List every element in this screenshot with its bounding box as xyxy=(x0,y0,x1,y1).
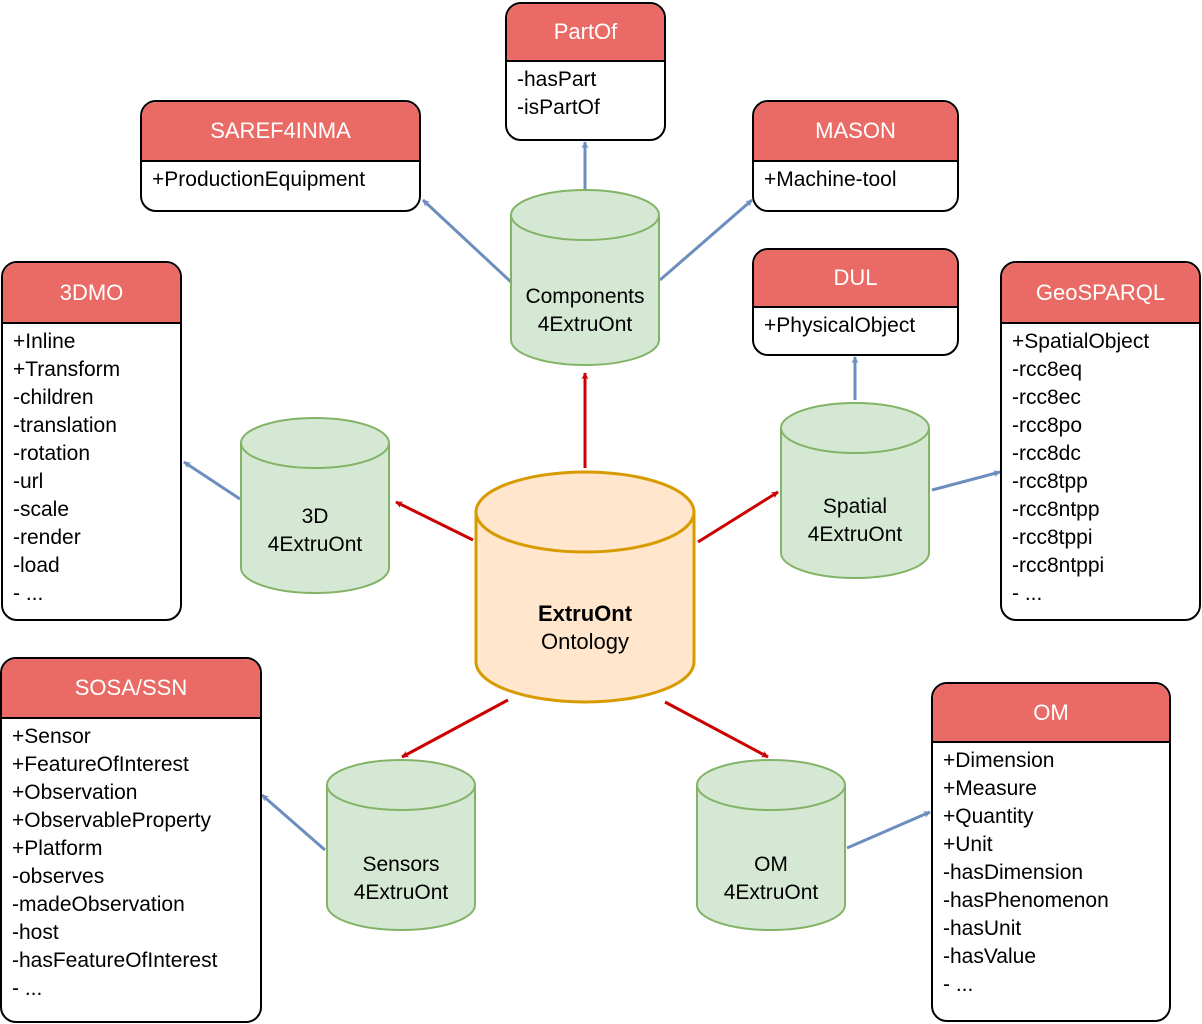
ontology-box-sosassn: SOSA/SSN +Sensor +FeatureOfInterest +Obser… xyxy=(0,657,262,1023)
ontology-item: -hasFeatureOfInterest xyxy=(12,949,218,972)
module-om-sublabel: 4ExtruOnt xyxy=(724,881,819,904)
module-components-label: Components xyxy=(525,285,644,308)
ontology-item: +Quantity xyxy=(943,805,1034,828)
module-3d: 3D 4ExtruOnt xyxy=(240,417,390,594)
ontology-item: -translation xyxy=(13,414,117,437)
ontology-item-list: +Sensor +FeatureOfInterest +Observation +Ob… xyxy=(2,719,260,1003)
ontology-title: SAREF4INMA xyxy=(142,102,419,162)
ontology-item: +Transform xyxy=(13,358,121,381)
ontology-title: OM xyxy=(933,684,1169,743)
arrow-spatial-to-geosparql xyxy=(931,470,1001,492)
module-om: OM 4ExtruOnt xyxy=(696,759,846,931)
ontology-item: -madeObservation xyxy=(12,893,185,916)
ontology-item: -rcc8tpp xyxy=(1012,470,1088,493)
ontology-title: MASON xyxy=(754,102,957,162)
ontology-item: +Observation xyxy=(12,781,138,804)
ontology-box-mason: MASON +Machine-tool xyxy=(752,100,959,212)
ontology-item: -rcc8ec xyxy=(1012,386,1081,409)
ontology-item: -rcc8eq xyxy=(1012,358,1083,381)
module-om-label: OM xyxy=(754,853,788,876)
ontology-item: -load xyxy=(13,554,60,577)
core-ontology-subtitle: Ontology xyxy=(541,629,629,654)
ontology-box-partof: PartOf -hasPart -isPartOf xyxy=(505,2,666,141)
ontology-box-3dmo: 3DMO +Inline +Transform -children -translat… xyxy=(1,261,182,621)
module-sensors-label: Sensors xyxy=(362,853,439,876)
ontology-item: -rcc8tppi xyxy=(1012,526,1093,549)
arrow-core-to-om xyxy=(664,700,769,759)
arrow-3d-to-3dmo xyxy=(183,460,241,501)
ontology-item: -hasPart xyxy=(517,68,597,91)
ontology-item: -hasUnit xyxy=(943,917,1022,940)
ontology-item: -rcc8ntppi xyxy=(1012,554,1105,577)
core-ontology-name: ExtruOnt xyxy=(538,601,633,626)
ontology-item: -host xyxy=(12,921,59,944)
ontology-item: -hasDimension xyxy=(943,861,1084,884)
arrow-components-to-saref4inma xyxy=(421,198,513,284)
arrow-core-to-3d xyxy=(395,500,474,542)
module-3d-label: 3D xyxy=(302,505,329,528)
ontology-item: +Sensor xyxy=(12,725,91,748)
ontology-box-om: OM +Dimension +Measure +Quantity +Unit -hasD… xyxy=(931,682,1171,1022)
ontology-item: +Measure xyxy=(943,777,1037,800)
ontology-item: -hasPhenomenon xyxy=(943,889,1109,912)
module-sensors: Sensors 4ExtruOnt xyxy=(326,759,476,931)
ontology-item: -children xyxy=(13,386,94,409)
ontology-item: +Inline xyxy=(13,330,76,353)
ontology-item: -hasValue xyxy=(943,945,1037,968)
ontology-item-list: +SpatialObject -rcc8eq -rcc8ec -rcc8po -rcc8… xyxy=(1002,324,1199,608)
module-spatial: Spatial 4ExtruOnt xyxy=(780,402,930,579)
arrow-sensors-to-sosassn xyxy=(261,793,326,852)
arrow-core-to-sensors xyxy=(401,698,509,759)
ontology-item-list: +PhysicalObject xyxy=(754,308,957,340)
ontology-title: PartOf xyxy=(507,4,664,62)
ontology-item: +PhysicalObject xyxy=(764,314,916,337)
ontology-item: -scale xyxy=(13,498,70,521)
ontology-item: -rcc8ntpp xyxy=(1012,498,1100,521)
core-ontology: ExtruOnt Ontology xyxy=(474,470,696,704)
ontology-item: +Machine-tool xyxy=(764,168,897,191)
ontology-box-dul: DUL +PhysicalObject xyxy=(752,248,959,356)
ontology-item-list: +Dimension +Measure +Quantity +Unit -hasDime… xyxy=(933,743,1169,999)
ontology-item: -isPartOf xyxy=(517,96,600,119)
ontology-item: +Unit xyxy=(943,833,993,856)
ontology-item: -rcc8dc xyxy=(1012,442,1081,465)
arrow-core-to-spatial xyxy=(697,490,779,544)
ontology-item: +Dimension xyxy=(943,749,1055,772)
ontology-item: +ProductionEquipment xyxy=(152,168,366,191)
module-spatial-sublabel: 4ExtruOnt xyxy=(808,523,903,546)
arrow-om-to-om-ontology xyxy=(846,810,931,850)
ontology-item-list: +Machine-tool xyxy=(754,162,957,194)
ontology-item: -observes xyxy=(12,865,105,888)
ontology-box-saref4inma: SAREF4INMA +ProductionEquipment xyxy=(140,100,421,212)
ontology-item: - ... xyxy=(943,973,974,996)
ontology-title: SOSA/SSN xyxy=(2,659,260,719)
ontology-item: +FeatureOfInterest xyxy=(12,753,189,776)
ontology-item: -rcc8po xyxy=(1012,414,1083,437)
ontology-item-list: +Inline +Transform -children -translation -r… xyxy=(3,324,180,608)
ontology-item: +SpatialObject xyxy=(1012,330,1150,353)
ontology-item: - ... xyxy=(1012,582,1043,605)
ontology-title: 3DMO xyxy=(3,263,180,324)
ontology-item-list: -hasPart -isPartOf xyxy=(507,62,664,122)
module-components-sublabel: 4ExtruOnt xyxy=(538,313,633,336)
module-spatial-label: Spatial xyxy=(823,495,887,518)
arrow-components-to-mason xyxy=(659,198,753,282)
ontology-title: DUL xyxy=(754,250,957,308)
ontology-item: +Platform xyxy=(12,837,103,860)
module-3d-sublabel: 4ExtruOnt xyxy=(268,533,363,556)
ontology-item: -rotation xyxy=(13,442,91,465)
module-components: Components 4ExtruOnt xyxy=(510,189,660,366)
ontology-box-geosparql: GeoSPARQL +SpatialObject -rcc8eq -rcc8ec -r… xyxy=(1000,261,1201,621)
ontology-title: GeoSPARQL xyxy=(1002,263,1199,324)
ontology-item: -url xyxy=(13,470,44,493)
ontology-item: +ObservableProperty xyxy=(12,809,212,832)
ontology-item: -render xyxy=(13,526,81,549)
ontology-item: - ... xyxy=(12,977,43,1000)
ontology-item: - ... xyxy=(13,582,44,605)
ontology-item-list: +ProductionEquipment xyxy=(142,162,419,194)
module-sensors-sublabel: 4ExtruOnt xyxy=(354,881,449,904)
